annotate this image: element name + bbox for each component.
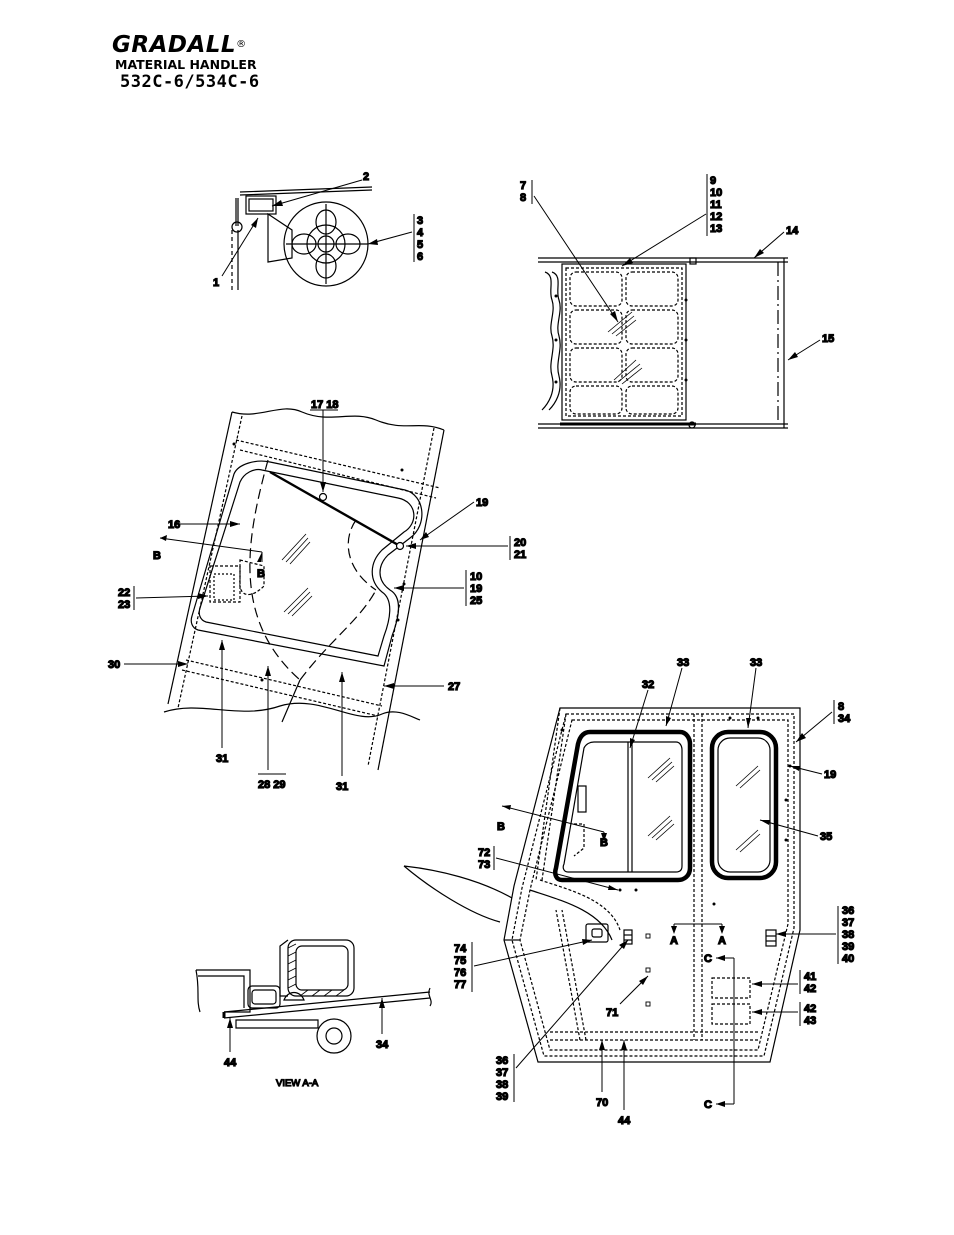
brand-logo: GRADALL® bbox=[112, 32, 312, 58]
callout-72: 72 bbox=[478, 847, 490, 859]
callout-70: 70 bbox=[596, 1097, 608, 1109]
callout-11: 11 bbox=[710, 199, 722, 211]
product-title: MATERIAL HANDLER bbox=[115, 57, 257, 72]
registered-mark: ® bbox=[236, 39, 247, 50]
section-b2-left: B bbox=[497, 821, 505, 833]
callout-39a: 39 bbox=[842, 941, 854, 953]
callout-30: 30 bbox=[108, 659, 120, 671]
callout-13: 13 bbox=[710, 223, 722, 235]
callout-44a: 44 bbox=[224, 1057, 237, 1069]
callout-9: 9 bbox=[710, 175, 716, 187]
callout-42b: 42 bbox=[804, 1003, 816, 1015]
callout-15: 15 bbox=[822, 333, 834, 345]
callout-8b: 8 bbox=[838, 701, 844, 713]
callout-31a: 31 bbox=[216, 753, 228, 765]
windshield-callouts: 17 18 19 20 21 16 B B 22 23 10 19 25 30 bbox=[107, 398, 526, 793]
callout-77: 77 bbox=[454, 979, 466, 991]
section-b-right: B bbox=[257, 568, 265, 580]
callout-21: 21 bbox=[514, 549, 526, 561]
callout-6: 6 bbox=[417, 251, 423, 263]
callout-34b: 34 bbox=[376, 1039, 389, 1051]
callout-5: 5 bbox=[417, 239, 423, 251]
callout-10b: 10 bbox=[470, 571, 482, 583]
callout-39b: 39 bbox=[496, 1091, 508, 1103]
view-a-a-label: VIEW A-A bbox=[276, 1078, 319, 1089]
wiper-motor-callouts: 2 1 3 4 5 6 bbox=[212, 170, 424, 289]
wiper-motor-detail bbox=[231, 186, 373, 290]
callout-37a: 37 bbox=[842, 917, 854, 929]
callout-28-29: 28 29 bbox=[258, 779, 286, 791]
callout-19b: 19 bbox=[824, 769, 836, 781]
callout-35: 35 bbox=[820, 831, 832, 843]
callout-10a: 10 bbox=[710, 187, 722, 199]
callout-37b: 37 bbox=[496, 1067, 508, 1079]
callout-36a: 36 bbox=[842, 905, 854, 917]
callout-75: 75 bbox=[454, 955, 466, 967]
callout-71: 71 bbox=[606, 1007, 618, 1019]
callout-25: 25 bbox=[470, 595, 482, 607]
roof-window-callouts: 7 8 9 10 11 12 13 14 15 bbox=[519, 174, 835, 361]
callout-76: 76 bbox=[454, 967, 466, 979]
callout-73: 73 bbox=[478, 859, 490, 871]
callout-22: 22 bbox=[118, 587, 130, 599]
section-a-right: A bbox=[718, 935, 726, 947]
section-c-top: C bbox=[704, 953, 712, 965]
view-a-a-callouts: 44 34 VIEW A-A bbox=[223, 998, 390, 1090]
callout-33a: 33 bbox=[677, 657, 689, 669]
callout-38a: 38 bbox=[842, 929, 854, 941]
callout-40: 40 bbox=[842, 953, 854, 965]
callout-43: 43 bbox=[804, 1015, 816, 1027]
callout-12: 12 bbox=[710, 211, 722, 223]
callout-14: 14 bbox=[786, 225, 799, 237]
callout-19c: 19 bbox=[470, 583, 482, 595]
callout-44b: 44 bbox=[618, 1115, 631, 1127]
callout-42a: 42 bbox=[804, 983, 816, 995]
section-b2-right: B bbox=[600, 837, 608, 849]
cab-side-detail bbox=[403, 707, 801, 1063]
callout-7: 7 bbox=[520, 180, 526, 192]
callout-32: 32 bbox=[642, 679, 654, 691]
callout-1: 1 bbox=[213, 277, 219, 289]
section-a-left: A bbox=[670, 935, 678, 947]
callout-16: 16 bbox=[168, 519, 180, 531]
callout-33b: 33 bbox=[750, 657, 762, 669]
title-block: GRADALL® MATERIAL HANDLER 532C-6/534C-6 bbox=[112, 32, 312, 92]
callout-17-18: 17 18 bbox=[311, 399, 339, 411]
cab-side-callouts: 33 33 32 8 34 19 35 B B 72 73 36 37 38 bbox=[453, 656, 854, 1127]
callout-38b: 38 bbox=[496, 1079, 508, 1091]
view-a-a-detail bbox=[195, 939, 432, 1054]
callout-4: 4 bbox=[417, 227, 424, 239]
callout-31b: 31 bbox=[336, 781, 348, 793]
callout-19a: 19 bbox=[476, 497, 488, 509]
callout-36b: 36 bbox=[496, 1055, 508, 1067]
model-number: 532C-6/534C-6 bbox=[120, 72, 260, 92]
callout-34a: 34 bbox=[838, 713, 851, 725]
section-c-bottom: C bbox=[704, 1099, 712, 1111]
callout-74: 74 bbox=[454, 943, 467, 955]
windshield-detail bbox=[163, 408, 445, 771]
callout-3: 3 bbox=[417, 215, 423, 227]
callout-23: 23 bbox=[118, 599, 130, 611]
callout-20: 20 bbox=[514, 537, 526, 549]
section-b-left: B bbox=[153, 550, 161, 562]
roof-window-detail bbox=[538, 257, 788, 429]
brand-name: GRADALL bbox=[112, 32, 237, 58]
callout-2: 2 bbox=[363, 171, 369, 183]
callout-27: 27 bbox=[448, 681, 460, 693]
callout-8: 8 bbox=[520, 192, 526, 204]
callout-41: 41 bbox=[804, 971, 816, 983]
